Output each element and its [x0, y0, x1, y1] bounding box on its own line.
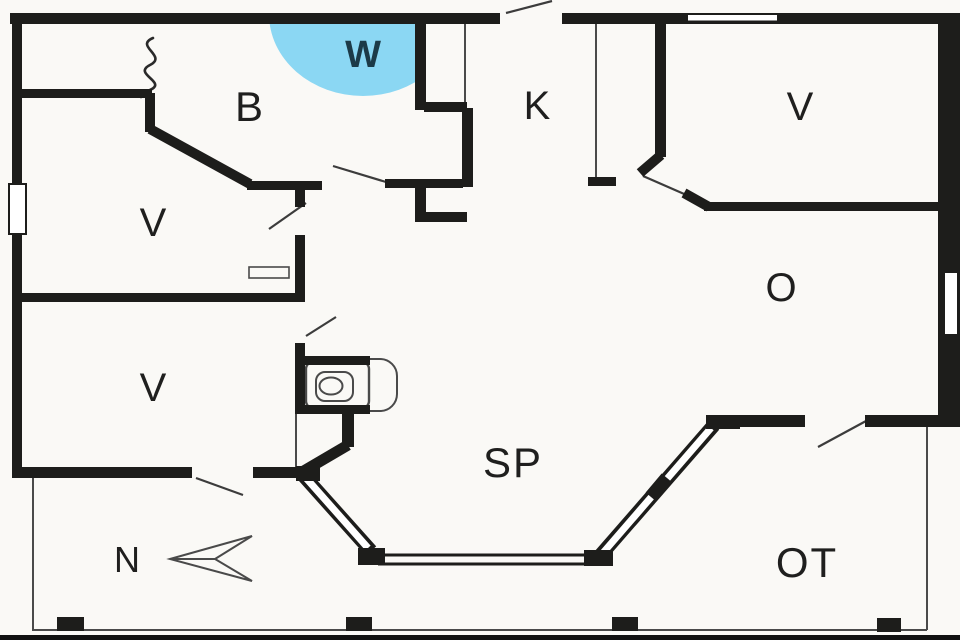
wall-segment	[778, 13, 960, 24]
wall-segment	[295, 343, 305, 414]
wall-segment	[295, 235, 305, 295]
wall-segment	[22, 293, 305, 302]
open-door-leaf	[248, 266, 290, 279]
window-post	[584, 550, 613, 566]
post	[612, 617, 638, 631]
window-post	[296, 466, 320, 481]
room-label-kitchen: K	[524, 84, 551, 128]
door-swing-line	[505, 0, 553, 15]
window-post	[358, 548, 385, 565]
room-label-dining-area: SP	[483, 439, 543, 486]
door-swings	[195, 0, 867, 497]
wall-segment	[415, 22, 426, 110]
post	[57, 617, 84, 631]
window-mullion	[645, 473, 673, 502]
door-swing-line	[642, 174, 692, 199]
terrace-posts	[57, 617, 901, 632]
room-label-bedroom-top-right: V	[787, 85, 814, 129]
room-label-wet-room: W	[345, 34, 381, 76]
wall-segment	[636, 151, 665, 177]
window-post	[706, 415, 740, 429]
wall-segment	[295, 181, 305, 207]
wall-segment	[385, 179, 463, 188]
window	[303, 475, 371, 551]
wall-segment	[415, 212, 467, 222]
door-swing-line	[305, 316, 337, 337]
toilet-icon	[304, 358, 398, 412]
wall-segment	[22, 89, 152, 98]
wall-segment	[295, 405, 370, 414]
wall-segment	[253, 467, 305, 478]
door-swing-line	[817, 420, 867, 448]
wall-segment	[12, 13, 22, 478]
post	[346, 617, 372, 631]
room-label-bedroom-bottom-left: V	[140, 366, 167, 410]
wall-segment	[588, 177, 616, 186]
bay-windows	[296, 415, 740, 566]
wet-zone-highlight	[269, 24, 415, 96]
wall-segment	[865, 415, 938, 427]
room-label-bedroom-mid-left: V	[140, 201, 167, 245]
wall-segment	[12, 467, 192, 478]
windows	[8, 15, 959, 336]
wall-segment	[462, 108, 473, 187]
window	[8, 183, 27, 235]
room-label-terrace: OT	[776, 539, 838, 586]
room-label-bathroom: B	[235, 83, 263, 130]
compass-label: N	[114, 539, 140, 580]
image-bottom-border	[0, 635, 960, 640]
wall-segment	[295, 356, 370, 365]
window	[688, 15, 777, 21]
room-label-living-room: O	[765, 266, 796, 310]
wall-segment	[415, 185, 426, 222]
wall-segment	[145, 93, 155, 132]
wall-segment	[562, 13, 687, 24]
door-swing-line	[268, 202, 307, 230]
door-swing-line	[195, 476, 244, 497]
window	[943, 271, 959, 336]
wall-segment	[147, 124, 253, 189]
north-arrow-icon	[166, 535, 253, 582]
wall-segment	[655, 22, 666, 157]
wall-segment	[704, 202, 938, 211]
wall-segment	[938, 13, 960, 427]
post	[877, 618, 901, 632]
wall-segment	[681, 188, 712, 212]
wall-segment	[10, 13, 500, 24]
wall-segment	[247, 181, 322, 190]
door-swing-line	[332, 164, 387, 184]
wall-segment	[424, 102, 467, 112]
wall-segment	[342, 413, 354, 447]
